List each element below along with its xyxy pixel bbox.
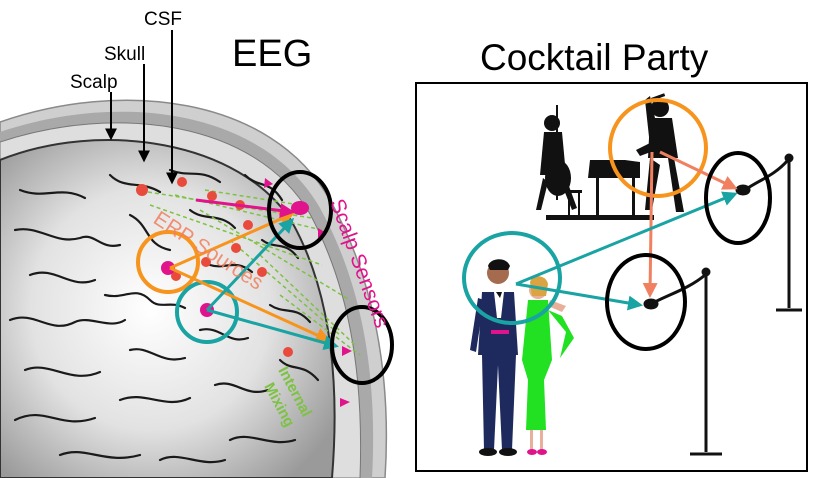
orange-source-dot	[161, 261, 175, 275]
couple-to-right-mic-arrow	[515, 191, 738, 286]
bottom-sensor-circle	[330, 305, 394, 385]
scalp-sensor-markers	[264, 178, 352, 407]
top-sensor-circle	[267, 170, 333, 250]
brain-sulci	[8, 168, 320, 464]
mic-stand-center	[643, 267, 722, 456]
center-mic-circle	[605, 253, 687, 351]
band-to-center-mic-arrow	[642, 151, 658, 298]
skull-label: Skull	[104, 44, 145, 65]
teal-source-circle	[175, 280, 239, 344]
top-sensor-dot	[291, 201, 309, 215]
erp-source-dots	[136, 177, 293, 357]
couple-to-center-mic-arrow	[515, 282, 643, 311]
orange-source-circle	[136, 230, 200, 294]
magenta-arrow	[195, 198, 295, 218]
party-mixing-arrows	[515, 150, 738, 311]
jazz-band-silhouette	[536, 93, 684, 220]
layer-pointer-arrows	[105, 30, 178, 185]
mic-stand-right	[735, 153, 802, 312]
cocktail-party-title: Cocktail Party	[480, 37, 709, 78]
right-mic-circle	[704, 151, 772, 245]
band-to-right-mic-arrow	[659, 150, 738, 190]
teal-to-bottom-sensor-arrow	[206, 308, 339, 350]
orange-to-bottom-sensor-arrow	[169, 266, 331, 342]
eeg-panel: CSF Skull Scalp EEG ERP Sources Scalp Se…	[0, 9, 394, 478]
internal-mixing-field	[147, 189, 361, 356]
band-source-circle	[608, 98, 708, 198]
scalp-label: Scalp	[70, 72, 118, 93]
csf-label: CSF	[144, 9, 182, 30]
eeg-title: EEG	[232, 33, 312, 75]
couple-source-circle	[462, 231, 562, 325]
cocktail-party-panel: Cocktail Party	[415, 37, 808, 472]
